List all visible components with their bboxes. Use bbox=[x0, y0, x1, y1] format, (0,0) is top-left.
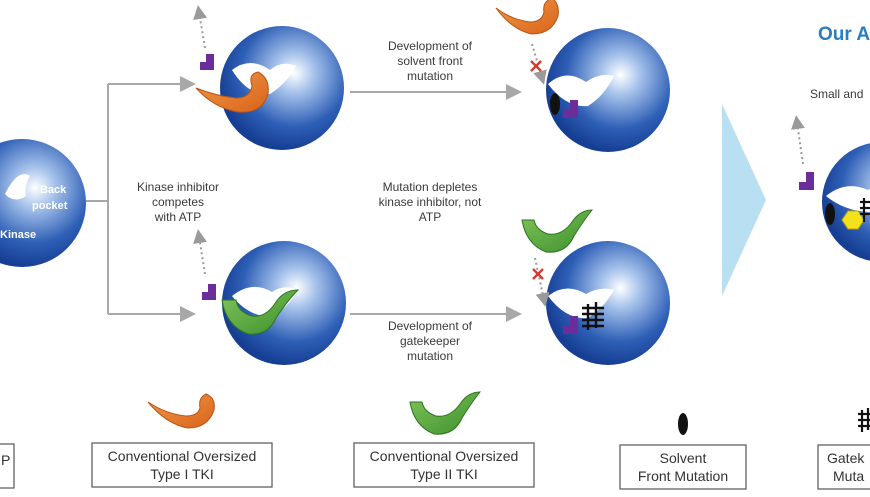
type2-tki-drug-displaced bbox=[521, 209, 594, 253]
legend-type2-box bbox=[353, 442, 535, 488]
kinase-type1-bound bbox=[193, 5, 344, 150]
legend-type1-tki-icon bbox=[147, 393, 215, 429]
back-pocket-label-2: pocket bbox=[32, 200, 68, 212]
kinase-label: Kinase bbox=[0, 229, 36, 241]
legend-solvent-box bbox=[619, 444, 747, 490]
type1-tki-drug bbox=[195, 71, 269, 113]
legend-type2-text-1: Conventional Oversized bbox=[370, 448, 519, 464]
caption-mutation-depletes: Mutation depletes kinase inhibitor, not … bbox=[379, 180, 482, 224]
legend-type1-text-2: Type I TKI bbox=[150, 466, 214, 482]
legend-type1-box bbox=[91, 442, 273, 488]
gatekeeper-mutation-icon bbox=[860, 198, 870, 222]
blocked-x-icon bbox=[532, 268, 544, 280]
kinase-next-gen-bound bbox=[822, 143, 870, 261]
legend-gatekeeper-text-1: Gatek bbox=[827, 450, 865, 466]
right-panel: Our A Small and bbox=[791, 24, 870, 261]
legend: P Conventional Oversized Type I TKI Conv… bbox=[0, 391, 870, 490]
atp-icon bbox=[806, 172, 814, 190]
legend-solvent-text-1: Solvent bbox=[660, 450, 707, 466]
svg-text:competes: competes bbox=[152, 195, 204, 209]
legend-gatekeeper-box bbox=[817, 444, 870, 490]
svg-text:with ATP: with ATP bbox=[154, 210, 201, 224]
solvent-front-mutation-icon bbox=[825, 203, 835, 225]
legend-gatekeeper-text-2: Muta bbox=[833, 468, 864, 484]
gatekeeper-mutation-icon bbox=[582, 302, 604, 330]
legend-left-text: P bbox=[1, 452, 10, 468]
kinase-left: Back pocket Kinase bbox=[0, 139, 86, 267]
right-panel-subtitle: Small and bbox=[810, 87, 863, 101]
right-panel-title: Our A bbox=[818, 24, 870, 45]
legend-solvent-text-2: Front Mutation bbox=[638, 468, 728, 484]
svg-text:mutation: mutation bbox=[407, 349, 453, 363]
caption-gatekeeper-development: Development of gatekeeper mutation bbox=[388, 319, 473, 363]
legend-type1-text-1: Conventional Oversized bbox=[108, 448, 257, 464]
back-pocket-label-1: Back bbox=[40, 184, 67, 196]
legend-solvent-front-icon bbox=[678, 413, 688, 435]
kinase-solvent-front-mutant bbox=[495, 0, 670, 152]
caption-type1-competes: Kinase inhibitor competes with ATP bbox=[137, 180, 219, 224]
branch-connectors bbox=[86, 76, 522, 322]
atp-icon bbox=[570, 316, 578, 334]
caption-solvent-front-development: Development of solvent front mutation bbox=[388, 39, 473, 83]
legend-gatekeeper-icon bbox=[858, 408, 870, 432]
legend-type2-text-2: Type II TKI bbox=[410, 466, 477, 482]
svg-text:Kinase inhibitor: Kinase inhibitor bbox=[137, 180, 219, 194]
svg-text:solvent front: solvent front bbox=[397, 54, 463, 68]
svg-text:Development of: Development of bbox=[388, 39, 473, 53]
type2-tki-drug bbox=[221, 289, 300, 335]
type1-tki-drug-displaced bbox=[495, 0, 559, 35]
legend-left-box bbox=[0, 443, 15, 489]
solvent-front-mutation-icon bbox=[550, 93, 560, 115]
svg-text:mutation: mutation bbox=[407, 69, 453, 83]
kinase-type2-bound bbox=[193, 229, 346, 365]
blocked-x-icon bbox=[530, 60, 542, 72]
svg-text:gatekeeper: gatekeeper bbox=[400, 334, 460, 348]
svg-text:ATP: ATP bbox=[419, 210, 441, 224]
progression-chevron bbox=[722, 104, 766, 296]
legend-type2-tki-icon bbox=[409, 391, 482, 435]
svg-text:kinase inhibitor, not: kinase inhibitor, not bbox=[379, 195, 482, 209]
svg-text:Mutation depletes: Mutation depletes bbox=[383, 180, 478, 194]
svg-text:Development of: Development of bbox=[388, 319, 473, 333]
kinase-gatekeeper-mutant bbox=[521, 209, 670, 365]
atp-icon bbox=[570, 100, 578, 118]
